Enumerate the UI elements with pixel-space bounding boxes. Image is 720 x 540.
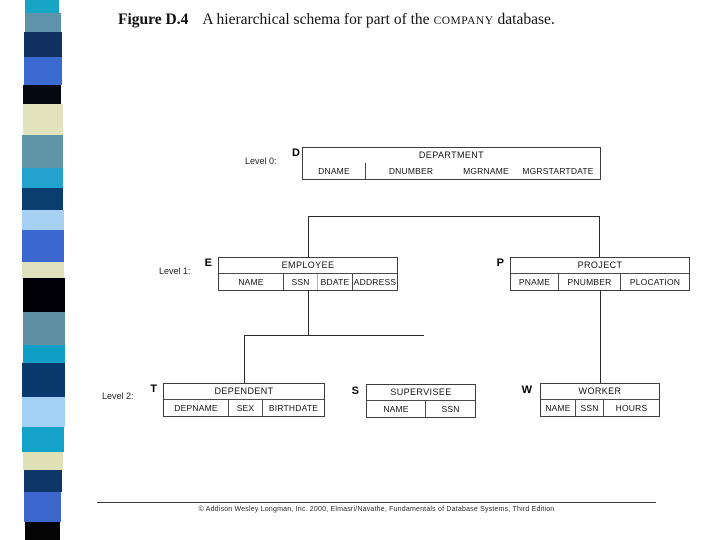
copyright-text: © Addison Wesley Longman, Inc. 2000, Elm… <box>198 506 555 513</box>
field-cell: BDATE <box>318 274 353 290</box>
field-cell: BIRTHDATE <box>268 403 319 413</box>
field-row: NAME SSN HOURS <box>541 399 659 416</box>
strip-block <box>25 0 59 13</box>
node-key-project: P <box>496 257 504 269</box>
node-header-worker: WORKER <box>578 386 622 396</box>
strip-block <box>23 278 65 312</box>
field-cell: DEPNAME <box>164 400 229 416</box>
strip-block <box>22 210 64 230</box>
strip-block <box>24 32 62 57</box>
field-cell: ADDRESS <box>353 277 397 287</box>
strip-block <box>23 345 65 363</box>
strip-block <box>23 312 65 345</box>
field-cell: SSN <box>441 404 460 414</box>
strip-block <box>22 363 65 397</box>
field-row: NAME SSN <box>367 400 475 417</box>
field-cell: MGRNAME <box>463 166 509 176</box>
field-cell: SSN <box>576 400 604 416</box>
field-cell: MGRSTARTDATE <box>522 166 594 176</box>
strip-block <box>22 262 64 278</box>
field-cell: PNAME <box>511 274 559 290</box>
field-row: PNAME PNUMBER PLOCATION <box>511 273 689 290</box>
node-header-supervisee: SUPERVISEE <box>390 387 452 397</box>
connector-project-worker <box>600 290 601 383</box>
field-cell: HOURS <box>615 403 648 413</box>
slide-design-strip <box>22 0 70 540</box>
figure-title: Figure D.4 A hierarchical schema for part… <box>118 11 555 29</box>
strip-block <box>22 230 64 262</box>
node-key-department: D <box>292 147 300 159</box>
connector-level0-bracket <box>308 216 600 217</box>
caption-before: A hierarchical schema for part of the <box>202 11 430 28</box>
connector-level1-bracket <box>244 335 424 336</box>
field-row: DEPNAME SEX BIRTHDATE <box>164 399 324 416</box>
node-header-project: PROJECT <box>577 260 623 270</box>
field-row: DNAME DNUMBER MGRNAME MGRSTARTDATE <box>303 163 600 179</box>
strip-block <box>23 452 63 470</box>
node-key-worker: W <box>521 384 532 396</box>
node-header-dependent: DEPENDENT <box>214 386 274 396</box>
node-project: PROJECT PNAME PNUMBER PLOCATION <box>510 257 690 291</box>
strip-block <box>22 397 65 427</box>
level-2-label: Level 2: <box>102 391 134 401</box>
strip-block <box>24 492 61 522</box>
strip-block <box>23 85 61 104</box>
node-employee: EMPLOYEE NAME SSN BDATE ADDRESS <box>218 257 398 291</box>
node-header-employee: EMPLOYEE <box>281 260 335 270</box>
connector-department-project <box>599 216 600 257</box>
strip-block <box>23 104 63 135</box>
strip-block <box>25 522 60 540</box>
node-worker: WORKER NAME SSN HOURS <box>540 383 660 417</box>
caption-smallcaps: COMPANY <box>433 15 494 27</box>
level-0-label: Level 0: <box>245 156 277 166</box>
field-cell: PNUMBER <box>559 274 621 290</box>
field-cell: DNUMBER <box>388 166 434 176</box>
node-department: DEPARTMENT DNAME DNUMBER MGRNAME MGRSTAR… <box>302 147 601 180</box>
level-1-label: Level 1: <box>159 266 191 276</box>
strip-block <box>24 470 62 492</box>
strip-block <box>22 188 63 210</box>
field-row: NAME SSN BDATE ADDRESS <box>219 273 397 290</box>
strip-block <box>24 57 62 85</box>
node-header-department: DEPARTMENT <box>418 150 485 160</box>
connector-employee-dependent <box>244 335 245 383</box>
caption-after: database. <box>497 11 555 28</box>
node-key-employee: E <box>204 257 212 269</box>
footer-divider <box>97 502 656 503</box>
connector-department-employee <box>308 216 309 257</box>
field-cell: NAME <box>541 400 576 416</box>
node-key-supervisee: S <box>351 385 359 397</box>
strip-block <box>22 168 63 188</box>
field-cell: NAME <box>367 401 426 417</box>
strip-block <box>22 427 64 452</box>
field-cell: PLOCATION <box>629 277 681 287</box>
strip-block <box>25 13 61 32</box>
node-key-dependent: T <box>150 383 157 395</box>
strip-block <box>22 135 63 168</box>
field-cell: DNAME <box>303 163 366 179</box>
field-cell: NAME <box>219 274 284 290</box>
field-cell: SEX <box>229 400 263 416</box>
figure-label: Figure D.4 <box>118 11 189 28</box>
connector-employee-stem <box>308 290 309 335</box>
node-supervisee: SUPERVISEE NAME SSN <box>366 384 476 418</box>
node-dependent: DEPENDENT DEPNAME SEX BIRTHDATE <box>163 383 325 417</box>
field-cell: SSN <box>284 274 318 290</box>
